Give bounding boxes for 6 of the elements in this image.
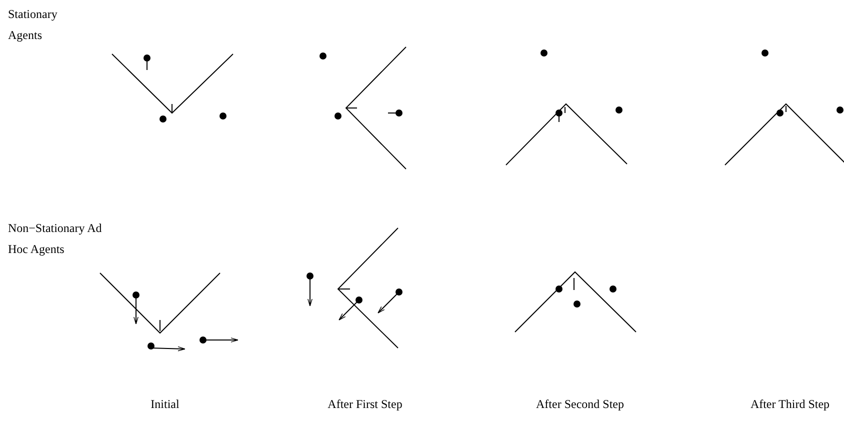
column-label: Initial: [150, 396, 180, 413]
column-label: After First Step: [326, 396, 404, 413]
column-label: After Third Step: [749, 396, 831, 413]
row-label: Stationary Agents: [8, 6, 58, 44]
column-label: After Second Step: [535, 396, 625, 413]
row-label: Non−Stationary Ad Hoc Agents: [8, 220, 103, 258]
